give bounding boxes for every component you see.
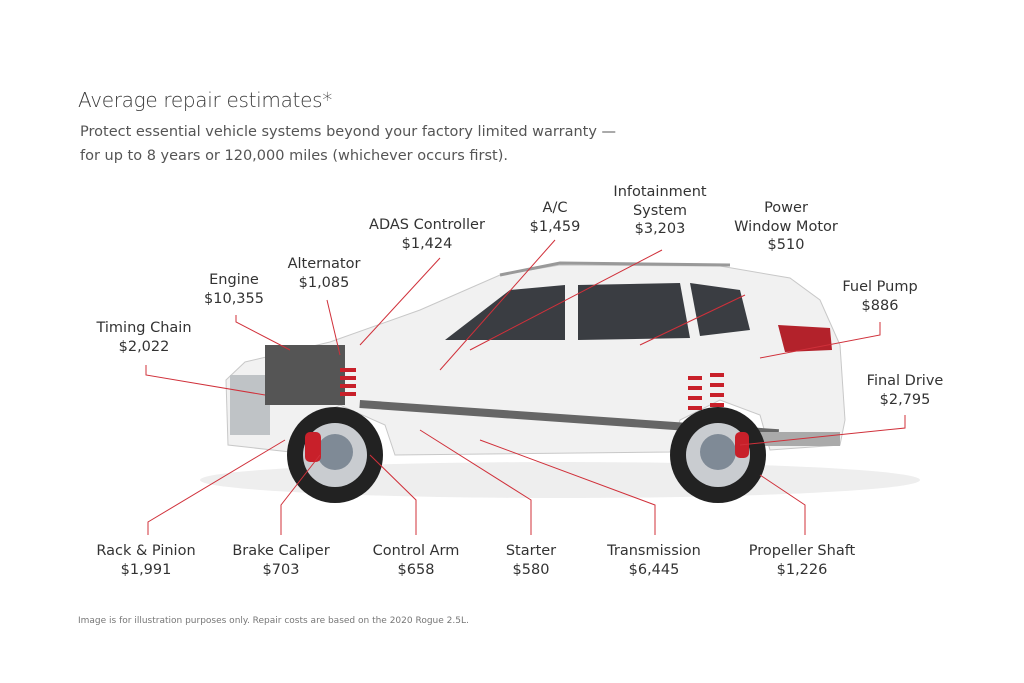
- car-windows: [445, 283, 750, 340]
- part-cost: $1,424: [401, 235, 453, 252]
- part-name: Propeller Shaft: [748, 543, 856, 559]
- part-label: ADAS Controller $1,424: [369, 216, 485, 253]
- leader-line: [235, 315, 291, 351]
- part-name: Alternator: [287, 256, 361, 272]
- part-cost: $658: [397, 561, 435, 578]
- part-name: Starter: [505, 543, 557, 559]
- front-wheel: [287, 407, 383, 503]
- part-label: Final Drive $2,795: [867, 372, 944, 409]
- part-label: Alternator $1,085: [288, 255, 361, 292]
- leader-line: [369, 454, 417, 535]
- part-cost: $2,022: [118, 338, 170, 355]
- part-label: Starter $580: [506, 542, 556, 579]
- drive-shaft: [359, 400, 779, 438]
- part-name: Control Arm: [372, 543, 460, 559]
- part-label: Rack & Pinion $1,991: [96, 542, 195, 579]
- part-cost: $510: [767, 237, 805, 253]
- part-cost: $6,445: [628, 561, 680, 578]
- part-name: Fuel Pump: [842, 279, 918, 295]
- page-title: Average repair estimates*: [78, 88, 332, 112]
- part-label: Transmission $6,445: [607, 542, 701, 579]
- leader-line: [639, 294, 746, 346]
- part-label: Fuel Pump $886: [842, 278, 917, 315]
- tail-light: [778, 325, 832, 352]
- part-name: Timing Chain: [96, 320, 192, 336]
- leader-line: [280, 454, 321, 535]
- part-label: A/C $1,459: [530, 199, 581, 236]
- part-cost: $3,203: [634, 221, 686, 237]
- leader-line: [469, 249, 663, 351]
- leader-line: [759, 322, 881, 359]
- part-label: Timing Chain $2,022: [96, 319, 191, 356]
- part-cost: $1,085: [298, 274, 350, 291]
- part-name: Transmission: [607, 543, 701, 559]
- part-name: Final Drive: [866, 373, 944, 389]
- part-cost: $1,991: [120, 561, 172, 578]
- leader-line: [479, 439, 656, 535]
- part-name: Engine: [209, 272, 259, 288]
- leader-line: [419, 429, 532, 535]
- part-name: Brake Caliper: [232, 543, 330, 559]
- radiator: [230, 375, 270, 435]
- part-cost: $2,795: [879, 391, 931, 408]
- part-name: Window Motor: [734, 218, 838, 235]
- part-cost: $10,355: [204, 290, 264, 307]
- rear-wheel: [670, 407, 766, 503]
- roof-rail: [499, 261, 731, 277]
- leader-line: [147, 439, 286, 535]
- part-name: Power: [764, 200, 808, 216]
- leader-line: [326, 299, 341, 356]
- leader-line: [739, 415, 906, 446]
- subtitle-line-2: for up to 8 years or 120,000 miles (whic…: [80, 148, 508, 164]
- part-cost: $1,459: [529, 218, 581, 235]
- leader-line: [759, 474, 806, 535]
- part-name: Infotainment: [613, 184, 707, 200]
- leader-line: [145, 365, 266, 396]
- engine-block: [265, 345, 345, 405]
- subtitle-line-1: Protect essential vehicle systems beyond…: [80, 124, 617, 140]
- part-cost: $1,226: [776, 561, 828, 578]
- part-cost: $580: [512, 561, 550, 578]
- coil-springs: [340, 368, 724, 410]
- part-name: ADAS Controller: [369, 217, 485, 233]
- part-label: Brake Caliper $703: [232, 542, 329, 579]
- footnote: Image is for illustration purposes only.…: [78, 616, 469, 626]
- leader-line: [439, 239, 556, 371]
- leader-line: [359, 257, 441, 346]
- part-label: Control Arm $658: [373, 542, 460, 579]
- part-label: Propeller Shaft $1,226: [749, 542, 856, 579]
- part-name: Rack & Pinion: [96, 543, 196, 559]
- part-cost: $886: [861, 297, 899, 314]
- part-label: Engine $10,355: [204, 271, 264, 308]
- part-name: A/C: [542, 200, 568, 216]
- part-name: System: [632, 202, 688, 219]
- part-cost: $703: [262, 561, 300, 578]
